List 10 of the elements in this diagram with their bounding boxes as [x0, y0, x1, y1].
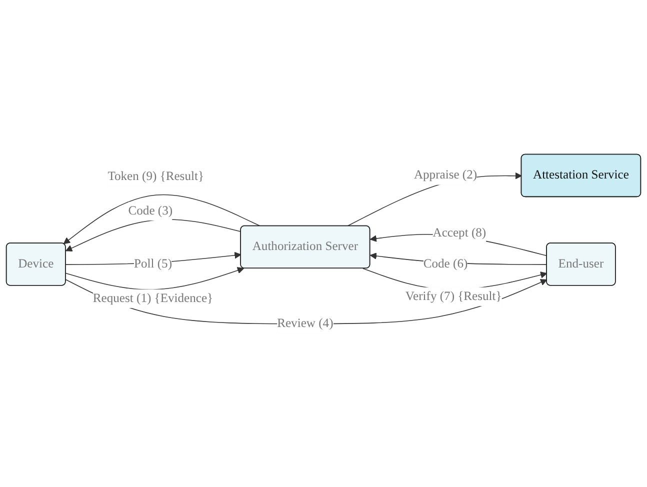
edge-label: Appraise (2) [414, 168, 478, 182]
edge-label: Verify (7) {Result} [405, 289, 502, 303]
edge-label: Request (1) {Evidence} [92, 291, 214, 305]
edge-label: Token (9) {Result} [108, 169, 204, 183]
edge-label: Review (4) [277, 316, 334, 330]
edge-label: Code (6) [423, 256, 468, 270]
edge-label: Code (3) [128, 204, 173, 218]
arrow [63, 194, 261, 244]
edge-label: Accept (8) [432, 226, 486, 240]
edge-label: Poll (5) [134, 256, 172, 270]
